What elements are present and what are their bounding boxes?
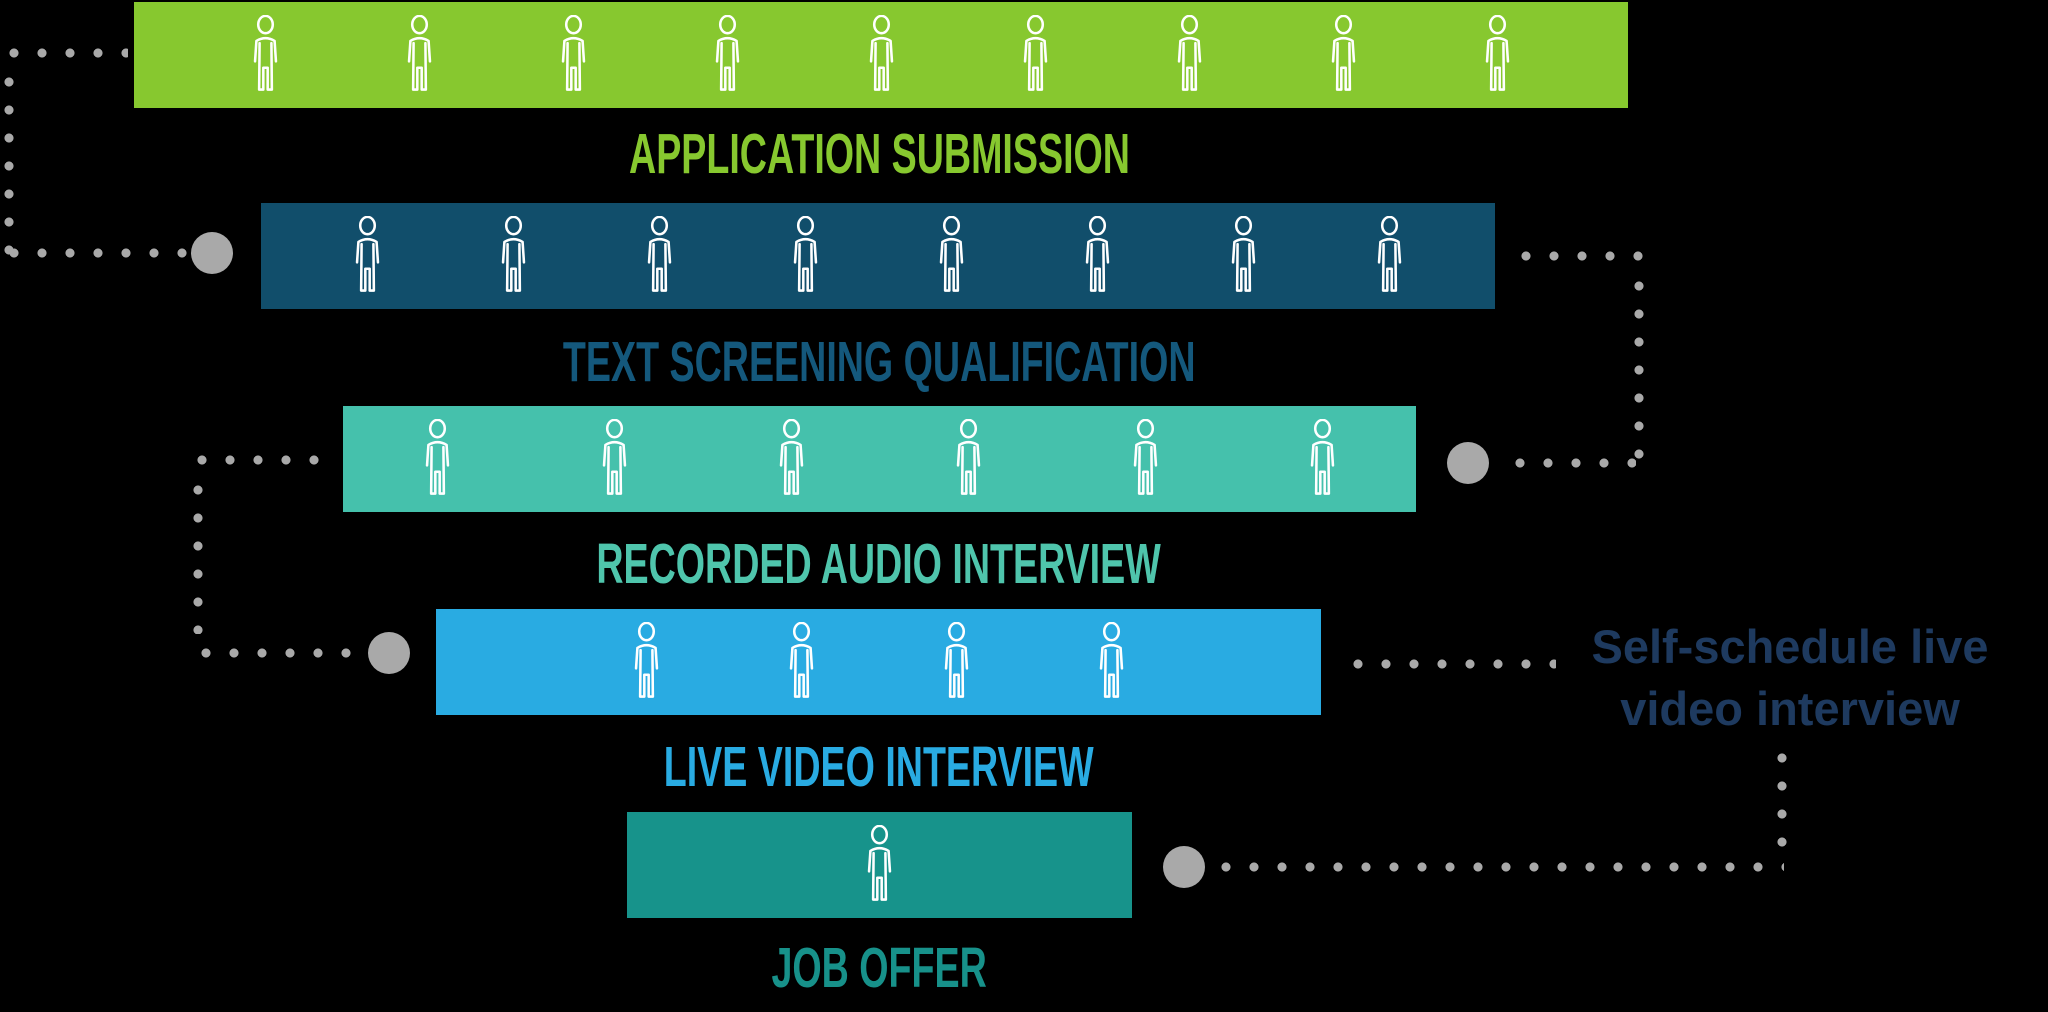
funnel-bar-text-screening-qualification [261,203,1495,309]
person-icon [1177,15,1201,91]
connector-dotted-line [1344,659,1556,669]
person-icon [944,622,968,698]
person-icon [602,419,626,495]
person-icon [1231,216,1255,292]
connector-dotted-line [4,68,14,260]
connector-node [368,632,410,674]
person-icon [1023,15,1047,91]
annotation-line1: Self-schedule live [1591,620,1989,673]
person-icon [956,419,980,495]
funnel-bar-recorded-audio-interview [343,406,1416,512]
connector-dotted-line [1506,458,1636,468]
connector-dotted-line [192,648,364,658]
person-icon [939,216,963,292]
stage-label-live-video-interview: LIVE VIDEO INTERVIEW [664,735,1094,799]
stage-label-recorded-audio-interview: RECORDED AUDIO INTERVIEW [596,532,1162,596]
person-icon [407,15,431,91]
connector-dotted-line [0,248,188,258]
person-icon [715,15,739,91]
candidate-icon-row [861,825,898,905]
person-icon [869,15,893,91]
person-icon [634,622,658,698]
person-icon [779,419,803,495]
person-icon [253,15,277,91]
person-icon [1331,15,1355,91]
connector-dotted-line [1777,744,1787,864]
person-icon [561,15,585,91]
candidate-icon-row [628,622,1130,702]
person-icon [1377,216,1401,292]
person-icon [1099,622,1123,698]
person-icon [1310,419,1334,495]
connector-dotted-line [1634,272,1644,468]
person-icon [1485,15,1509,91]
connector-node [191,232,233,274]
funnel-bar-job-offer [627,812,1132,918]
person-icon [867,825,892,901]
person-icon [789,622,813,698]
person-icon [647,216,671,292]
stage-label-text-screening-qualification: TEXT SCREENING QUALIFICATION [562,330,1196,394]
connector-dotted-line [0,48,128,58]
candidate-icon-row [349,216,1408,296]
candidate-icon-row [419,419,1341,499]
annotation-line2: video interview [1620,682,1960,735]
person-icon [501,216,525,292]
person-icon [355,216,379,292]
connector-node [1447,442,1489,484]
candidate-icon-row [247,15,1516,95]
person-icon [1085,216,1109,292]
connector-dotted-line [1212,862,1784,872]
funnel-bar-live-video-interview [436,609,1321,715]
person-icon [425,419,449,495]
stage-label-application-submission: APPLICATION SUBMISSION [628,122,1130,186]
connector-dotted-line [193,476,203,634]
person-icon [1133,419,1157,495]
person-icon [793,216,817,292]
stage-label-job-offer: JOB OFFER [771,936,987,1000]
connector-dotted-line [1512,251,1646,261]
annotation-self-schedule: Self-schedule live video interview [1530,616,2048,740]
funnel-bar-application-submission [134,2,1628,108]
connector-node [1163,846,1205,888]
connector-dotted-line [188,455,330,465]
